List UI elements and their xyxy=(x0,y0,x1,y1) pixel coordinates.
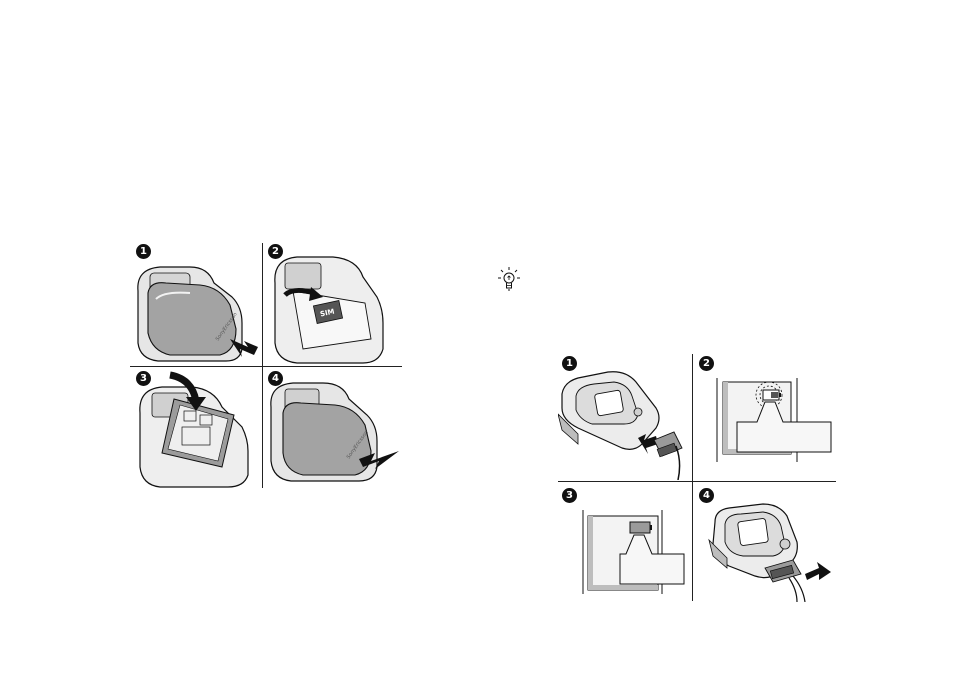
panel-disconnect-charger: 4 xyxy=(693,482,836,602)
slide-arrow-icon xyxy=(130,243,261,365)
lightbulb-icon xyxy=(498,266,520,292)
phone-unplug-illustration xyxy=(693,482,836,602)
panel-connect-charger: 1 xyxy=(558,354,691,480)
closed-back-cover-illustration: SonyEricsson xyxy=(263,367,402,489)
panel-insert-sim: 2 SIM xyxy=(263,243,402,365)
panel-charging-started: 2 xyxy=(693,354,836,480)
panel-charging-complete: 3 xyxy=(558,482,691,602)
open-phone-illustration xyxy=(263,243,402,365)
charged-screen-illustration xyxy=(558,482,691,602)
panel-remove-cover: 1 SonyEricsson xyxy=(130,243,261,365)
battery-phone-illustration xyxy=(130,367,261,489)
charging-screen-illustration xyxy=(693,354,836,480)
panel-replace-cover: 4 SonyEricsson xyxy=(263,367,402,489)
panel-insert-battery: 3 xyxy=(130,367,261,489)
phone-charger-illustration xyxy=(558,354,691,480)
